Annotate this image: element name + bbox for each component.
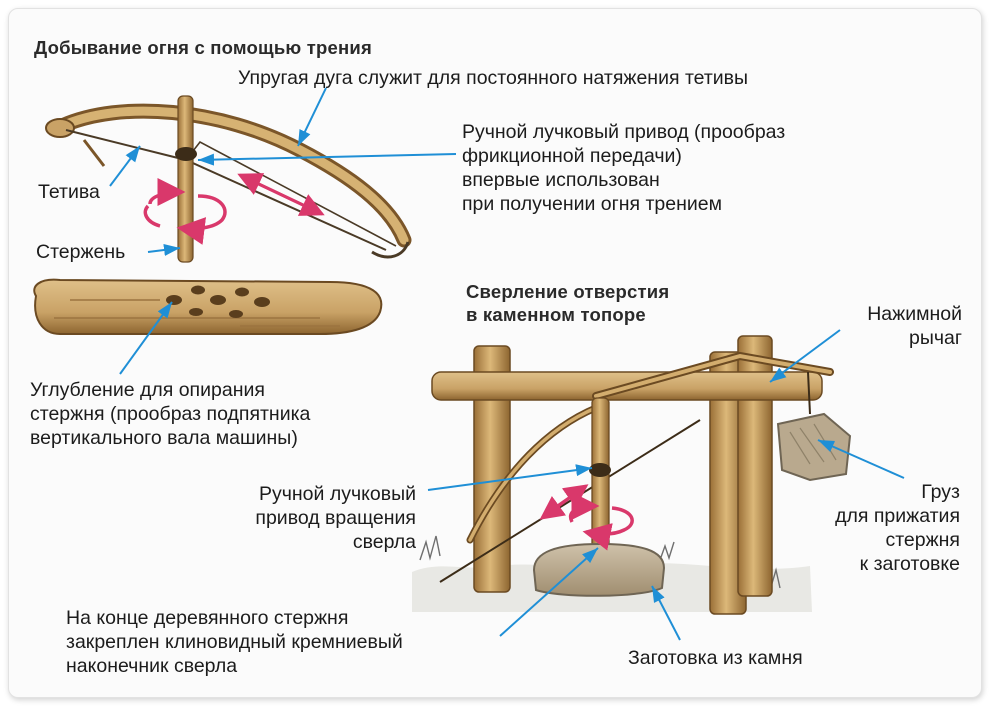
label-hollow: Углубление для опирания стержня (прообра… [30,379,311,449]
label-weight: Груз для прижатия стержня к заготовке [835,481,960,575]
label-stone-blank: Заготовка из камня [628,647,803,669]
fire-bow [45,103,412,248]
drill-frame [431,335,823,615]
motion-arrow-drill-bow [539,484,589,520]
motion-arrow-fire-bow [237,173,325,216]
pointer-hollow [119,301,173,375]
label-bow-drive: Ручной лучковый привод (прообраз фрикцио… [462,121,786,215]
pointer-rod [147,244,181,256]
pointer-bow-drive [197,153,457,166]
pointer-lines [109,87,905,641]
pointer-string [109,145,141,187]
label-bow-arc: Упругая дуга служит для постоянного натя… [238,67,749,89]
rotation-arrow-fire [143,178,227,245]
stone-blank [532,542,666,597]
pointer-weight [817,439,905,479]
pointer-drill-drive [427,464,593,491]
label-drill-drive: Ручной лучковый привод вращения сверла [255,483,416,553]
fire-section-title: Добывание огня с помощью трения [34,37,372,58]
label-rod: Стержень [36,241,126,263]
pointer-bow-arc [297,87,327,147]
pointer-lever [769,329,841,383]
rotation-arrow-drill [568,492,634,551]
pointer-tip [499,547,599,637]
stone-weight [776,412,852,482]
label-lever: Нажимной рычаг [867,303,962,349]
drill-section-title: Сверление отверстия в каменном топоре [466,281,670,325]
label-drill-tip: На конце деревянного стержня закреплен к… [66,607,403,677]
pressing-lever [592,351,834,415]
label-string: Тетива [38,181,100,203]
pointer-blank [651,585,681,641]
drill-rod [589,397,611,549]
fire-board [33,278,383,335]
